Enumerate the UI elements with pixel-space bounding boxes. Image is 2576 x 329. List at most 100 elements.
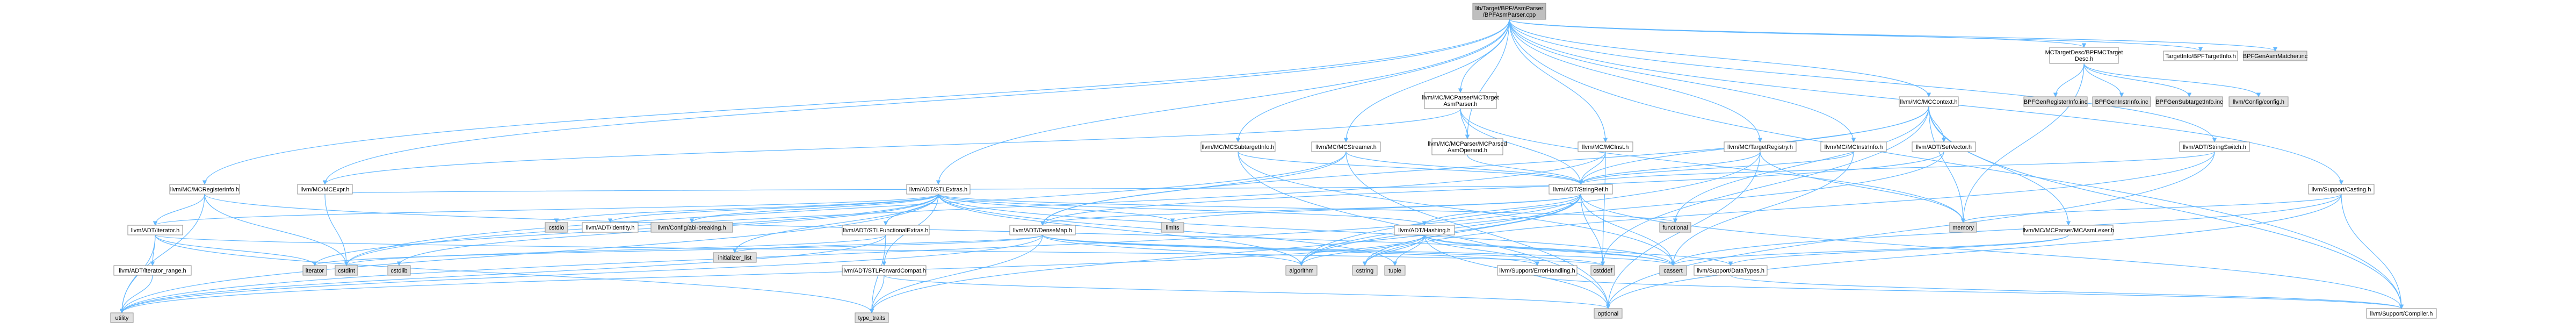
dependency-edge bbox=[1467, 154, 1583, 185]
node-adt-string-ref[interactable]: llvm/ADT/StringRef.h bbox=[1549, 184, 1613, 195]
node-adt-stl-forward-compat[interactable]: llvm/ADT/STLForwardCompat.h bbox=[842, 265, 927, 276]
node-initializer-list[interactable]: initializer_list bbox=[713, 252, 757, 263]
dependency-edge bbox=[885, 194, 941, 226]
dependency-edge bbox=[1578, 151, 1854, 185]
node-functional[interactable]: functional bbox=[1659, 222, 1691, 233]
dependency-edge bbox=[1509, 19, 2217, 142]
node-adt-stl-functional-extras[interactable]: llvm/ADT/STLFunctionalExtras.h bbox=[842, 225, 930, 235]
dependency-edge bbox=[1345, 151, 1611, 309]
dependency-edge bbox=[1422, 194, 1581, 226]
node-bpf-gen-register-info[interactable]: BPFGenRegisterInfo.inc bbox=[2023, 96, 2088, 107]
node-bpf-gen-asm-matcher[interactable]: BPFGenAsmMatcher.inc bbox=[2243, 51, 2308, 61]
node-mc-target-asm-parser-label-1: llvm/MC/MCParser/MCTarget bbox=[1422, 95, 1499, 101]
dependency-edge bbox=[1460, 108, 1966, 223]
node-adt-iterator-range[interactable]: llvm/ADT/iterator_range.h bbox=[113, 265, 192, 276]
dependency-edge bbox=[1928, 106, 1947, 142]
node-target-registry[interactable]: llvm/MC/TargetRegistry.h bbox=[1724, 141, 1797, 152]
dependency-edge bbox=[1579, 151, 2215, 185]
node-mc-register-info[interactable]: llvm/MC/MCRegisterInfo.h bbox=[169, 184, 240, 195]
root-file-node[interactable]: lib/Target/BPF/AsmParser /BPFAsmParser.c… bbox=[1472, 3, 1546, 20]
dependency-edge bbox=[1605, 151, 2215, 309]
node-adt-string-ref-label: llvm/ADT/StringRef.h bbox=[1553, 187, 1609, 193]
node-bpf-target-info-label: TargetInfo/BPFTargetInfo.h bbox=[2165, 53, 2235, 60]
node-support-casting[interactable]: llvm/Support/Casting.h bbox=[2308, 184, 2375, 195]
node-optional[interactable]: optional bbox=[1594, 308, 1623, 319]
node-mc-streamer[interactable]: llvm/MC/MCStreamer.h bbox=[1311, 141, 1381, 152]
node-bpf-gen-register-info-label: BPFGenRegisterInfo.inc bbox=[2024, 99, 2088, 105]
dependency-edge bbox=[689, 194, 939, 223]
node-mc-asm-lexer[interactable]: llvm/MC/MCParser/MCAsmLexer.h bbox=[2023, 225, 2115, 235]
node-algorithm[interactable]: algorithm bbox=[1285, 265, 1318, 276]
node-cstddef[interactable]: cstddef bbox=[1590, 265, 1615, 276]
node-llvm-config-label: llvm/Config/config.h bbox=[2233, 99, 2284, 105]
node-mc-parsed-asm-operand[interactable]: llvm/MC/MCParser/MCParsed AsmOperand.h bbox=[1428, 138, 1507, 155]
node-support-data-types[interactable]: llvm/Support/DataTypes.h bbox=[1694, 265, 1768, 276]
dependency-edge bbox=[607, 194, 939, 223]
node-cstring[interactable]: cstring bbox=[1352, 265, 1378, 276]
node-adt-stl-extras[interactable]: llvm/ADT/STLExtras.h bbox=[906, 184, 971, 195]
node-limits[interactable]: limits bbox=[1161, 222, 1184, 233]
dependency-edge bbox=[1673, 106, 1929, 223]
dependency-edge bbox=[936, 19, 1510, 185]
node-adt-string-switch[interactable]: llvm/ADT/StringSwitch.h bbox=[2179, 141, 2250, 152]
node-mc-parsed-asm-operand-label-2: AsmOperand.h bbox=[1448, 147, 1487, 154]
dependency-edge bbox=[1509, 19, 1608, 142]
node-support-error-handling[interactable]: llvm/Support/ErrorHandling.h bbox=[1497, 265, 1578, 276]
dependency-edge bbox=[1961, 194, 2342, 223]
dependency-edge bbox=[323, 108, 1461, 185]
node-llvm-config[interactable]: llvm/Config/config.h bbox=[2228, 96, 2289, 107]
node-mc-instr-info[interactable]: llvm/MC/MCInstrInfo.h bbox=[1820, 141, 1887, 152]
dependency-edge bbox=[1424, 234, 1676, 266]
node-mctarget-desc[interactable]: MCTargetDesc/BPFMCTarget Desc.h bbox=[2045, 47, 2123, 64]
node-memory[interactable]: memory bbox=[1949, 222, 1977, 233]
node-config-abi-breaking[interactable]: llvm/Config/abi-breaking.h bbox=[650, 222, 733, 233]
node-bpf-gen-instr-info-label: BPFGenInstrInfo.inc bbox=[2095, 99, 2148, 105]
node-iterator[interactable]: iterator bbox=[302, 265, 327, 276]
node-adt-identity[interactable]: llvm/ADT/identity.h bbox=[582, 222, 639, 233]
node-mc-subtarget-info[interactable]: llvm/MC/MCSubtargetInfo.h bbox=[1200, 141, 1276, 152]
dependency-edge bbox=[1578, 151, 1606, 185]
node-mc-inst[interactable]: llvm/MC/MCInst.h bbox=[1578, 141, 1633, 152]
dependency-edge bbox=[1580, 194, 1676, 266]
node-adt-stl-functional-extras-label: llvm/ADT/STLFunctionalExtras.h bbox=[843, 227, 929, 234]
dependency-edge bbox=[204, 194, 349, 266]
dependency-edge bbox=[1730, 275, 2404, 309]
node-cstdint-label: cstdint bbox=[338, 268, 355, 274]
dependency-edge bbox=[1509, 19, 2086, 48]
node-type-traits[interactable]: type_traits bbox=[855, 312, 889, 323]
node-cstdlib-label: cstdlib bbox=[390, 268, 407, 274]
node-mc-target-asm-parser[interactable]: llvm/MC/MCParser/MCTarget AsmParser.h bbox=[1422, 92, 1499, 109]
node-tuple[interactable]: tuple bbox=[1384, 265, 1406, 276]
dependency-edge bbox=[1343, 19, 1510, 142]
node-adt-dense-map[interactable]: llvm/ADT/DenseMap.h bbox=[1009, 225, 1076, 235]
node-bpf-gen-instr-info[interactable]: BPFGenInstrInfo.inc bbox=[2092, 96, 2151, 107]
node-cassert[interactable]: cassert bbox=[1659, 265, 1687, 276]
node-utility[interactable]: utility bbox=[110, 312, 134, 323]
node-mctarget-desc-label-1: MCTargetDesc/BPFMCTarget bbox=[2045, 49, 2123, 56]
node-mc-context[interactable]: llvm/MC/MCContext.h bbox=[1899, 96, 1959, 107]
node-adt-iterator[interactable]: llvm/ADT/iterator.h bbox=[127, 225, 183, 235]
dependency-edge bbox=[1299, 151, 1761, 266]
node-bpf-gen-subtarget-info[interactable]: BPFGenSubtargetInfo.inc bbox=[2155, 96, 2223, 107]
dependency-edge bbox=[938, 194, 1677, 223]
node-bpf-target-info[interactable]: TargetInfo/BPFTargetInfo.h bbox=[2163, 51, 2238, 61]
dependency-edge bbox=[1600, 151, 1606, 266]
node-mc-expr[interactable]: llvm/MC/MCExpr.h bbox=[297, 184, 353, 195]
dependency-edge bbox=[1580, 194, 2404, 309]
node-adt-hashing[interactable]: llvm/ADT/Hashing.h bbox=[1394, 225, 1455, 235]
dependency-edge bbox=[119, 275, 153, 313]
node-bpf-gen-asm-matcher-label: BPFGenAsmMatcher.inc bbox=[2243, 53, 2308, 60]
node-mc-inst-label: llvm/MC/MCInst.h bbox=[1582, 144, 1629, 151]
dependency-edge bbox=[733, 234, 1043, 253]
node-support-casting-label: llvm/Support/Casting.h bbox=[2312, 187, 2371, 193]
dependency-edge bbox=[1600, 106, 1929, 266]
dependency-edge bbox=[119, 194, 205, 313]
dependency-edge bbox=[1960, 63, 2085, 223]
node-cstdio[interactable]: cstdio bbox=[545, 222, 568, 233]
dependency-edge bbox=[1042, 234, 1605, 266]
node-adt-set-vector[interactable]: llvm/ADT/SetVector.h bbox=[1912, 141, 1976, 152]
node-cstdint[interactable]: cstdint bbox=[335, 265, 358, 276]
dependency-edge bbox=[938, 194, 1304, 266]
node-cstdlib[interactable]: cstdlib bbox=[387, 265, 411, 276]
node-support-compiler[interactable]: llvm/Support/Compiler.h bbox=[2366, 308, 2437, 319]
